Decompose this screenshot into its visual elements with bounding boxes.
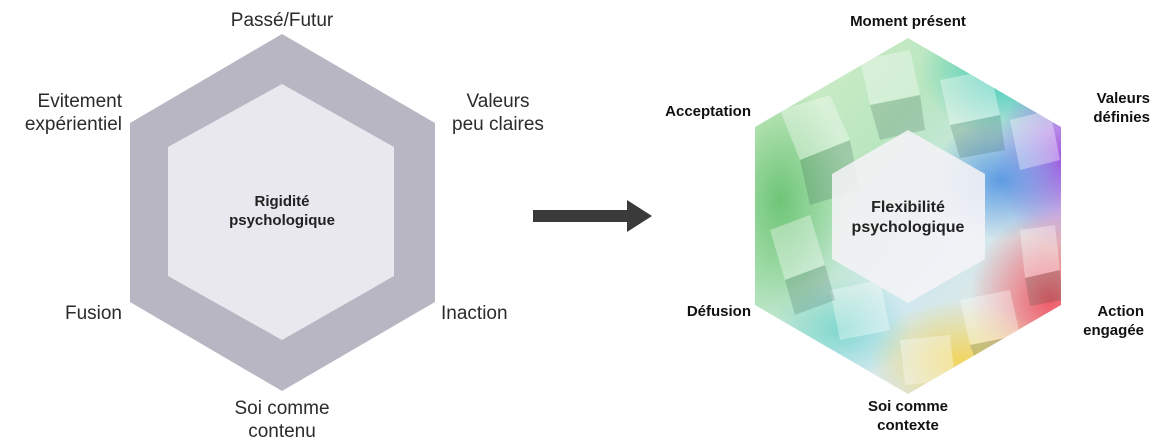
flexibility-label-top-right: Valeurs définies xyxy=(1030,89,1150,127)
flexibility-label-top: Moment présent xyxy=(815,12,1001,31)
rigidity-label-bottom-line-1: Soi comme xyxy=(234,398,330,419)
flexibility-label-bottom-right: Action engagée xyxy=(1030,302,1144,340)
rigidity-label-top-right-line-1: Valeurs xyxy=(466,91,530,112)
flexibility-label-top-left: Acceptation xyxy=(630,102,751,121)
rigidity-label-bottom-left-line-1: Fusion xyxy=(64,303,122,324)
flexibility-label-bottom-left: Défusion xyxy=(630,302,751,321)
flexibility-label-top-right-line-1: Valeurs xyxy=(1096,90,1150,107)
flexibility-label-bottom-line-2: contexte xyxy=(877,417,939,434)
rigidity-inner-hexagon xyxy=(168,84,394,340)
flexibility-label-top-left-line-1: Acceptation xyxy=(665,103,751,120)
flexibility-label-bottom-right-line-2: engagée xyxy=(1083,322,1144,339)
flexibility-label-bottom-right-line-1: Action xyxy=(1097,303,1144,320)
rigidity-label-top-right-line-2: peu claires xyxy=(452,114,544,135)
rigidity-label-bottom: Soi comme contenu xyxy=(192,397,372,443)
rigidity-label-bottom-left: Fusion xyxy=(2,302,122,325)
rigidity-label-bottom-right: Inaction xyxy=(441,302,561,325)
flexibility-hexagon xyxy=(755,38,1061,394)
rigidity-label-top: Passé/Futur xyxy=(200,9,364,32)
rigidity-label-bottom-line-2: contenu xyxy=(248,421,316,442)
rigidity-label-top-left: Evitement expérientiel xyxy=(2,90,122,136)
flexibility-center-line-1: Flexibilité xyxy=(871,199,945,216)
rigidity-center-line-1: Rigidité xyxy=(254,193,310,210)
rigidity-center-label: Rigidité psychologique xyxy=(182,192,382,230)
flexibility-center-line-2: psychologique xyxy=(851,219,965,236)
flexibility-label-bottom: Soi comme contexte xyxy=(818,397,998,435)
right-arrow-icon xyxy=(533,200,652,232)
rigidity-label-top-line-1: Passé/Futur xyxy=(230,10,334,31)
flexibility-label-bottom-left-line-1: Défusion xyxy=(686,303,751,320)
rigidity-label-bottom-right-line-1: Inaction xyxy=(441,303,508,324)
flexibility-center-label: Flexibilité psychologique xyxy=(808,198,1008,238)
rigidity-center-line-2: psychologique xyxy=(229,212,335,229)
rigidity-label-top-left-line-2: expérientiel xyxy=(24,114,122,135)
flexibility-label-top-line-1: Moment présent xyxy=(850,13,966,30)
flexibility-label-bottom-line-1: Soi comme xyxy=(867,398,949,415)
flexibility-label-top-right-line-2: définies xyxy=(1093,109,1150,126)
rigidity-label-top-right: Valeurs peu claires xyxy=(438,90,558,136)
rigidity-label-top-left-line-1: Evitement xyxy=(37,91,122,112)
